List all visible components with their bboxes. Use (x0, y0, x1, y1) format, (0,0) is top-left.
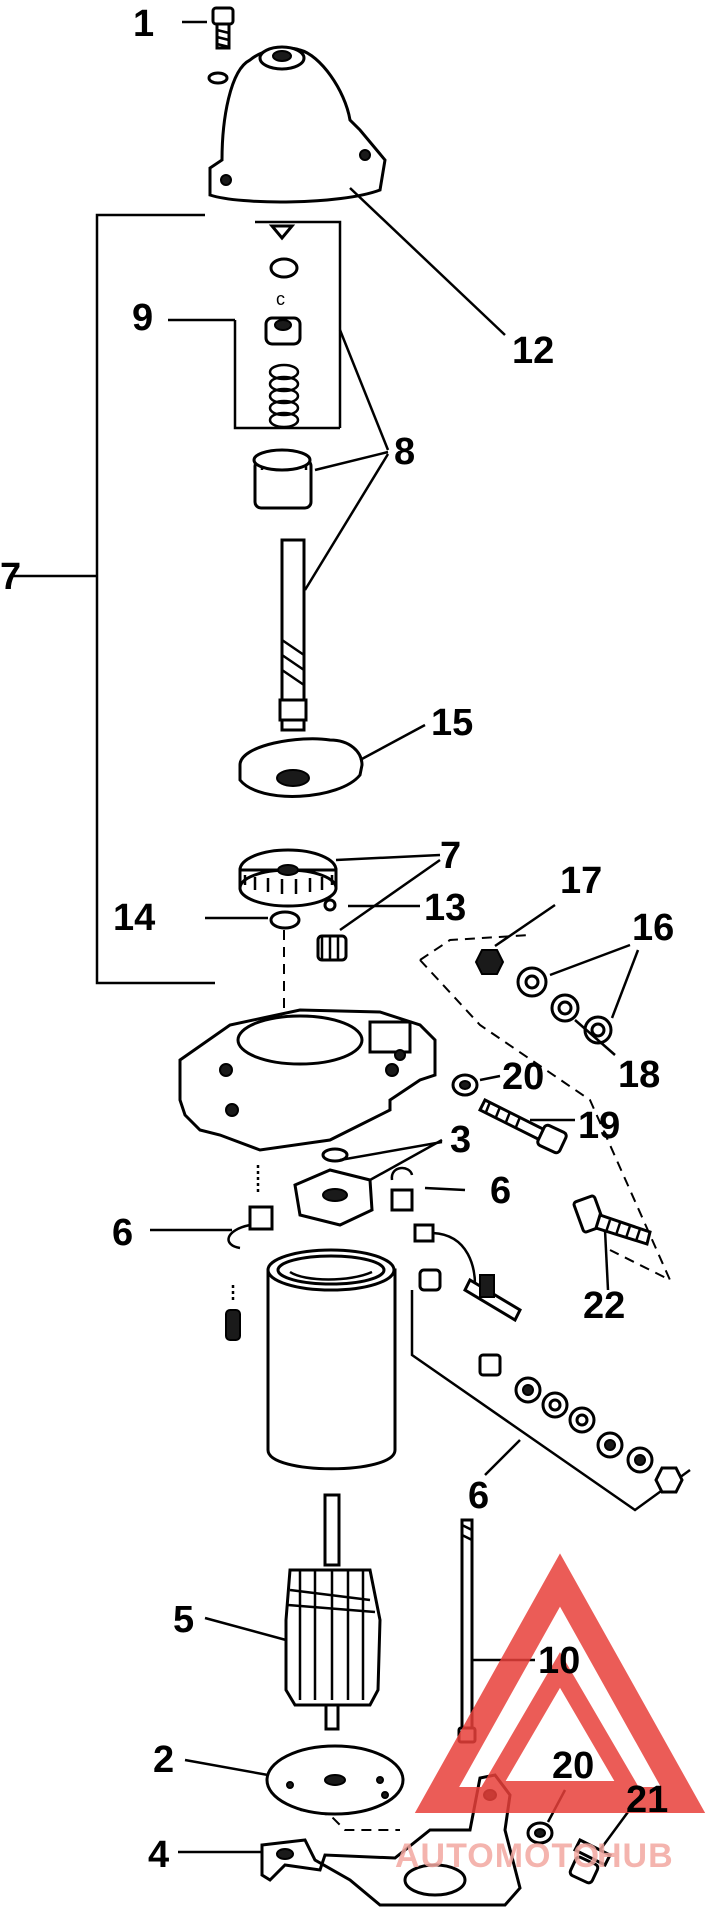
bolt-part-1 (182, 6, 235, 85)
watermark-text-left: AUTOMOTO (395, 1837, 600, 1875)
leader-part-8 (303, 329, 390, 591)
callout-4: 4 (148, 1834, 169, 1876)
field-frame (266, 1248, 397, 1471)
leader-part-18 (574, 1019, 616, 1056)
armature-part-5 (204, 1493, 382, 1731)
callout-13: 13 (424, 887, 466, 929)
drive-housing-cap-part-12 (208, 45, 506, 336)
callout-20-lower: 20 (552, 1745, 594, 1787)
callout-8: 8 (394, 431, 415, 473)
callout-21: 21 (626, 1779, 668, 1821)
callout-6-right: 6 (490, 1170, 511, 1212)
leader-part-7 (335, 853, 441, 932)
svg-text:c: c (276, 289, 285, 309)
callout-6-lower: 6 (468, 1475, 489, 1517)
brush-part-6-left (150, 1165, 274, 1250)
callout-10: 10 (538, 1640, 580, 1682)
terminal-kit-outline (419, 934, 673, 1283)
callout-16: 16 (632, 907, 674, 949)
drive-shaft-part-8 (278, 538, 308, 732)
plate-part-15 (238, 723, 426, 798)
bolt-part-21 (568, 1811, 630, 1885)
nut-part-17 (474, 903, 556, 975)
brush-holder-part-3 (293, 1138, 443, 1227)
screw (225, 1285, 241, 1341)
assembly-bracket-7 (12, 213, 215, 985)
callout-9: 9 (132, 297, 153, 339)
callout-15: 15 (431, 702, 473, 744)
automotohub-watermark-logo: AUTOMOTO HUB (395, 1553, 706, 1875)
washer-part-14 (205, 910, 301, 930)
callout-1: 1 (133, 3, 154, 45)
callout-22: 22 (583, 1285, 625, 1327)
end-cap-part-2 (184, 1744, 405, 1816)
pinion-gear-part-8 (252, 448, 313, 510)
callout-19: 19 (578, 1105, 620, 1147)
callout-5: 5 (173, 1599, 194, 1641)
callout-7-left: 7 (0, 556, 21, 598)
watermark-text-right: HUB (597, 1837, 674, 1875)
terminal-kit-part-6 (410, 1223, 691, 1512)
callout-17: 17 (560, 860, 602, 902)
callout-20-upper: 20 (502, 1056, 544, 1098)
callout-7-gears: 7 (440, 835, 461, 877)
bolt-part-19 (477, 1097, 575, 1155)
callout-labels: 1 12 9 8 7 15 7 17 14 13 16 18 20 19 3 6… (0, 3, 674, 1876)
washer-part-16 (516, 943, 640, 1045)
washer-part-20 (451, 1073, 501, 1097)
callout-3: 3 (450, 1119, 471, 1161)
brush-part-6-right (390, 1166, 466, 1212)
drive-kit-part-9: c (168, 220, 342, 430)
callout-18: 18 (618, 1054, 660, 1096)
gear-housing (178, 930, 437, 1152)
callout-12: 12 (512, 330, 554, 372)
pin-part-13 (323, 898, 420, 912)
gear-part-7 (238, 848, 338, 908)
small-gear-part-7 (316, 934, 348, 962)
terminal-stud-part-22 (572, 1194, 652, 1291)
callout-14: 14 (113, 897, 155, 939)
spring (268, 363, 300, 429)
callout-2: 2 (153, 1739, 174, 1781)
callout-6-left: 6 (112, 1212, 133, 1254)
